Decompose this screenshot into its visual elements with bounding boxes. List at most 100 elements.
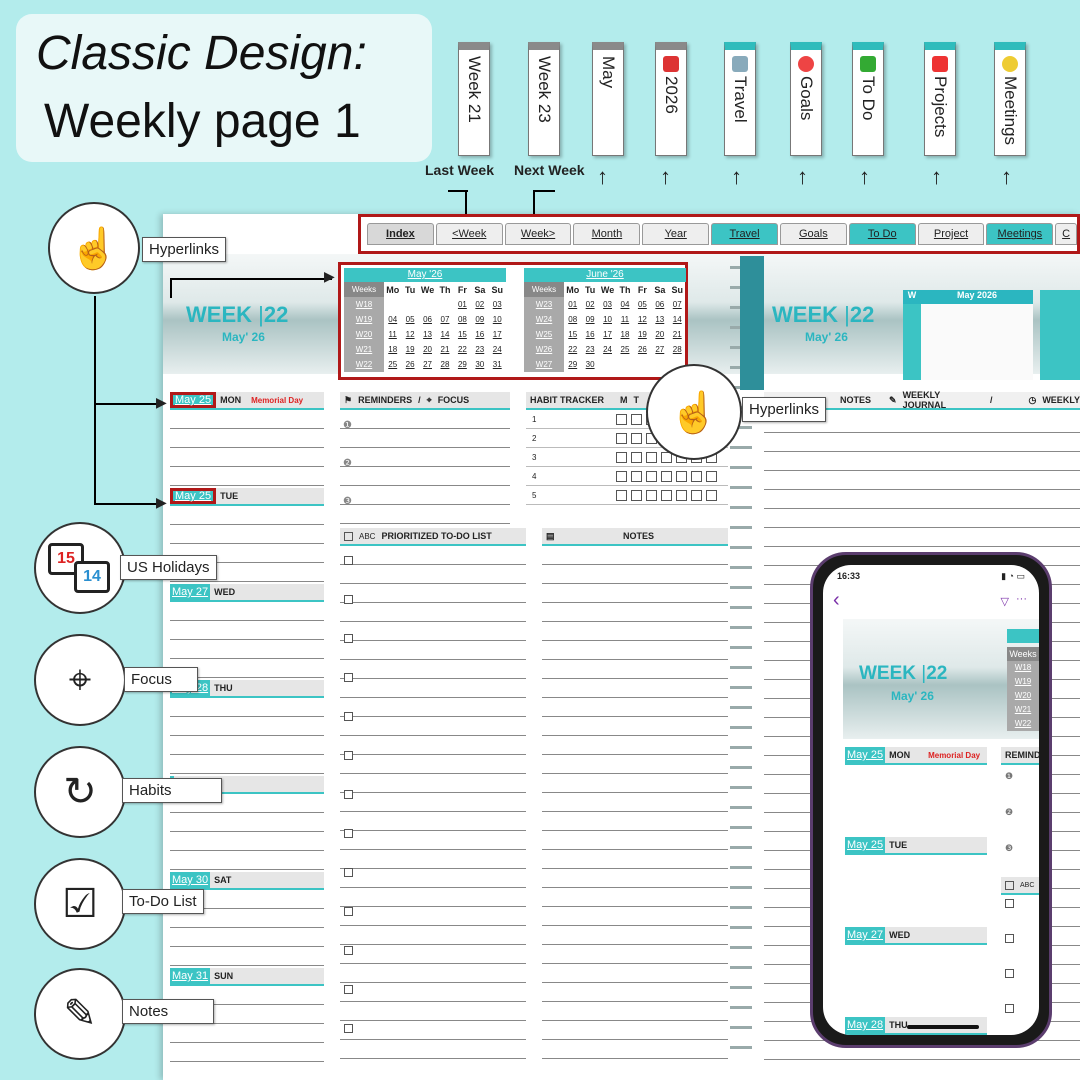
calendar-day[interactable]: 27 xyxy=(655,345,665,354)
calendar-day[interactable]: 16 xyxy=(475,330,485,339)
habit-checkbox[interactable] xyxy=(676,489,687,501)
calendar-day[interactable]: 07 xyxy=(440,315,450,324)
calendar-day[interactable]: 31 xyxy=(492,360,502,369)
habit-checkbox[interactable] xyxy=(661,470,672,482)
nav-month[interactable]: Month xyxy=(573,223,641,245)
side-tab-week-23[interactable]: Week 23 xyxy=(528,42,560,156)
side-tab-todo[interactable]: To Do xyxy=(852,42,884,156)
habit-checkbox[interactable] xyxy=(616,489,627,501)
calendar-day[interactable]: 15 xyxy=(457,330,467,339)
todo-checkbox[interactable] xyxy=(344,595,353,604)
calendar-day[interactable]: 14 xyxy=(440,330,450,339)
more-icon[interactable]: ··· xyxy=(1016,593,1027,605)
calendar-day[interactable]: 10 xyxy=(603,315,612,324)
todo-checkbox[interactable] xyxy=(344,985,353,994)
calendar-day[interactable]: 09 xyxy=(475,315,485,324)
calendar-day[interactable]: 29 xyxy=(457,360,467,369)
habit-checkbox[interactable] xyxy=(631,413,642,425)
calendar-day[interactable]: 13 xyxy=(423,330,432,339)
calendar-day[interactable]: 18 xyxy=(620,330,630,339)
todo-checkbox[interactable] xyxy=(1005,1004,1014,1013)
phone-day-date[interactable]: May 25 xyxy=(845,747,886,763)
habit-checkbox[interactable] xyxy=(691,489,702,501)
habit-checkbox[interactable] xyxy=(616,451,627,463)
nav-year[interactable]: Year xyxy=(642,223,710,245)
side-tab-may[interactable]: May xyxy=(592,42,624,156)
todo-checkbox[interactable] xyxy=(344,634,353,643)
filter-icon[interactable]: ▽ xyxy=(1000,596,1009,608)
week-link[interactable]: W20 xyxy=(344,327,384,342)
calendar-day[interactable]: 05 xyxy=(405,315,415,324)
calendar-day[interactable]: 06 xyxy=(423,315,432,324)
todo-checkbox[interactable] xyxy=(344,790,353,799)
calendar-day[interactable]: 07 xyxy=(672,300,682,309)
calendar-day[interactable]: 05 xyxy=(637,300,647,309)
side-tab-goals[interactable]: Goals xyxy=(790,42,822,156)
habit-checkbox[interactable] xyxy=(661,489,672,501)
habit-checkbox[interactable] xyxy=(631,470,642,482)
todo-checkbox[interactable] xyxy=(1005,934,1014,943)
habit-checkbox[interactable] xyxy=(616,413,627,425)
habit-checkbox[interactable] xyxy=(691,470,702,482)
calendar-day[interactable]: 01 xyxy=(457,300,467,309)
week-link[interactable]: W19 xyxy=(344,312,384,327)
calendar-day[interactable]: 23 xyxy=(475,345,485,354)
todo-checkbox[interactable] xyxy=(1005,899,1014,908)
todo-checkbox[interactable] xyxy=(1005,969,1014,978)
week-link[interactable]: W25 xyxy=(524,327,564,342)
calendar-day[interactable]: 24 xyxy=(603,345,612,354)
calendar-day[interactable]: 26 xyxy=(405,360,415,369)
nav-todo[interactable]: To Do xyxy=(848,223,916,245)
calendar-day[interactable]: 02 xyxy=(585,300,595,309)
calendar-day[interactable]: 17 xyxy=(492,330,502,339)
calendar-day[interactable]: 27 xyxy=(423,360,432,369)
phone-day-date[interactable]: May 27 xyxy=(845,927,886,943)
calendar-day[interactable]: 09 xyxy=(585,315,595,324)
calendar-day[interactable]: 22 xyxy=(457,345,467,354)
nav-next-week[interactable]: Week> xyxy=(504,223,572,245)
todo-checkbox[interactable] xyxy=(344,556,353,565)
habit-checkbox[interactable] xyxy=(631,432,642,444)
todo-checkbox[interactable] xyxy=(344,907,353,916)
week-link[interactable]: W21 xyxy=(344,342,384,357)
week-link[interactable]: W22 xyxy=(344,357,384,372)
habit-checkbox[interactable] xyxy=(646,451,657,463)
calendar-day[interactable]: 08 xyxy=(568,315,578,324)
side-tab-2026[interactable]: 2026 xyxy=(655,42,687,156)
week-link[interactable]: W27 xyxy=(524,357,564,372)
habit-checkbox[interactable] xyxy=(646,489,657,501)
calendar-day[interactable]: 17 xyxy=(603,330,612,339)
calendar-may-title[interactable]: May '26 xyxy=(344,268,506,282)
calendar-day[interactable]: 14 xyxy=(672,315,682,324)
calendar-day[interactable]: 03 xyxy=(603,300,612,309)
calendar-day[interactable]: 28 xyxy=(440,360,450,369)
day-date-link[interactable]: May 25 xyxy=(170,392,217,408)
calendar-day[interactable]: 23 xyxy=(585,345,595,354)
calendar-day[interactable]: 02 xyxy=(475,300,485,309)
calendar-day[interactable]: 21 xyxy=(672,330,682,339)
week-link[interactable]: W18 xyxy=(344,297,384,312)
todo-checkbox[interactable] xyxy=(344,829,353,838)
side-tab-meetings[interactable]: Meetings xyxy=(994,42,1026,156)
habit-checkbox[interactable] xyxy=(646,470,657,482)
calendar-day[interactable]: 18 xyxy=(388,345,398,354)
nav-project[interactable]: Project xyxy=(917,223,985,245)
calendar-day[interactable]: 04 xyxy=(620,300,630,309)
todo-checkbox[interactable] xyxy=(344,673,353,682)
calendar-day[interactable]: 20 xyxy=(655,330,665,339)
side-tab-travel[interactable]: Travel xyxy=(724,42,756,156)
calendar-day[interactable]: 13 xyxy=(655,315,665,324)
calendar-day[interactable]: 03 xyxy=(492,300,502,309)
calendar-day[interactable]: 06 xyxy=(655,300,665,309)
calendar-day[interactable]: 24 xyxy=(492,345,502,354)
calendar-day[interactable]: 21 xyxy=(440,345,450,354)
habit-checkbox[interactable] xyxy=(706,470,717,482)
habit-checkbox[interactable] xyxy=(616,470,627,482)
todo-checkbox[interactable] xyxy=(344,1024,353,1033)
calendar-day[interactable]: 12 xyxy=(637,315,647,324)
nav-travel[interactable]: Travel xyxy=(711,223,778,245)
phone-day-date[interactable]: May 25 xyxy=(845,837,886,853)
nav-goals[interactable]: Goals xyxy=(779,223,847,245)
nav-meetings[interactable]: Meetings xyxy=(986,223,1054,245)
side-tab-week-21[interactable]: Week 21 xyxy=(458,42,490,156)
